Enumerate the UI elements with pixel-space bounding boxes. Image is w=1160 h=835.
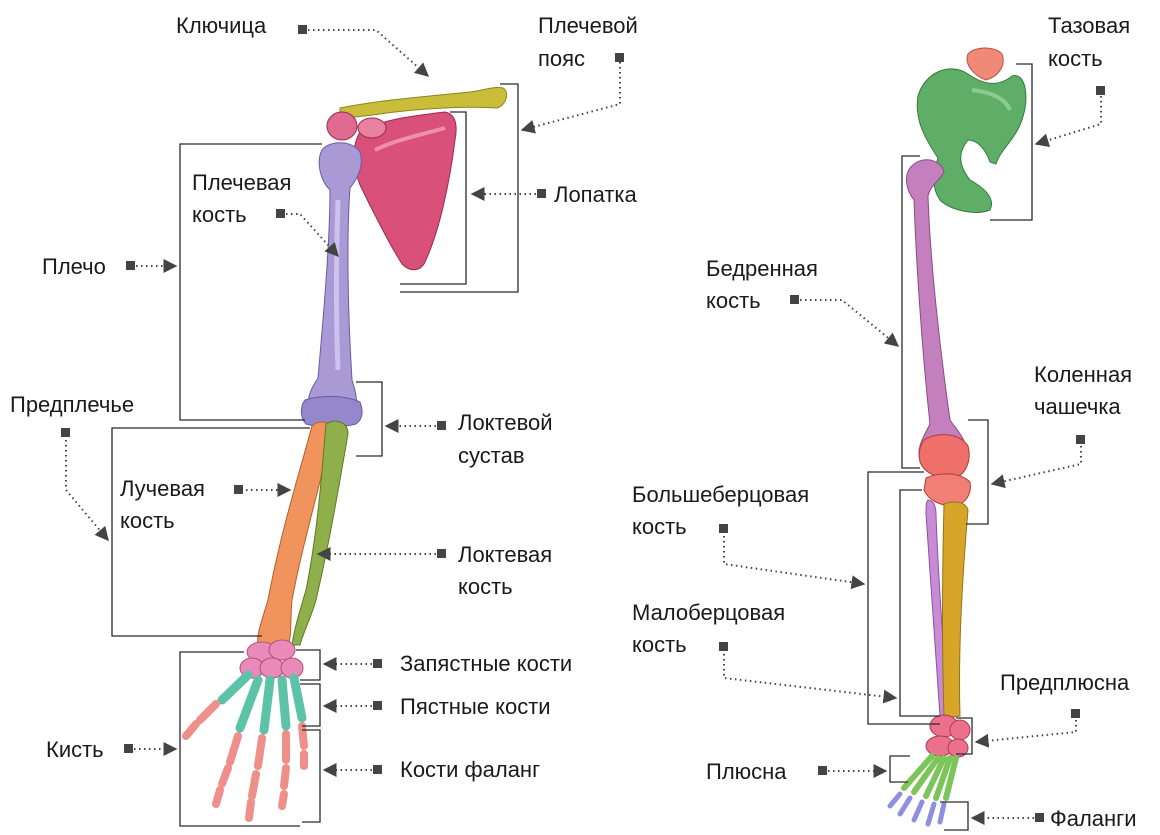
label-upper-arm: Плечо	[42, 254, 106, 279]
label-fibula-1: Малоберцовая	[632, 600, 785, 625]
label-scapula: Лопатка	[554, 182, 638, 207]
label-humerus-1: Плечевая	[192, 170, 291, 195]
label-metacarpals: Пястные кости	[400, 694, 551, 719]
label-radius-2: кость	[120, 508, 175, 533]
label-femur-1: Бедренная	[706, 256, 818, 281]
label-elbow-joint-2: сустав	[458, 443, 525, 468]
label-patella-1: Коленная	[1034, 362, 1132, 387]
label-femur-2: кость	[706, 288, 761, 313]
metacarpal-bones	[222, 675, 302, 730]
metatarsal-bones	[904, 756, 956, 798]
label-humerus-2: кость	[192, 202, 247, 227]
label-radius-1: Лучевая	[120, 476, 205, 501]
clavicle-bone	[340, 87, 507, 118]
label-metatarsus: Плюсна	[706, 759, 787, 784]
label-clavicle: Ключица	[176, 13, 267, 38]
label-ulna-2: кость	[458, 574, 513, 599]
pelvis-bone	[917, 69, 1026, 212]
label-tibia-1: Большеберцовая	[632, 482, 809, 507]
leg-illustration	[890, 48, 1026, 824]
label-phalanges-leg: Фаланги	[1050, 806, 1137, 831]
label-hand: Кисть	[46, 737, 104, 762]
label-shoulder-girdle-1: Плечевой	[538, 13, 638, 38]
knee-bones	[919, 435, 969, 479]
label-fibula-2: кость	[632, 632, 687, 657]
tarsal-bones	[926, 715, 970, 757]
label-patella-2: чашечка	[1034, 394, 1121, 419]
label-carpals: Запястные кости	[400, 651, 572, 676]
label-forearm: Предплечье	[10, 392, 134, 417]
label-tibia-2: кость	[632, 514, 687, 539]
label-phalanges-arm: Кости фаланг	[400, 757, 540, 782]
label-pelvis-1: Тазовая	[1048, 13, 1130, 38]
tibia-bone	[943, 502, 969, 718]
label-pelvis-2: кость	[1048, 46, 1103, 71]
label-ulna-1: Локтевая	[458, 542, 552, 567]
label-elbow-joint-1: Локтевой	[458, 410, 553, 435]
label-tarsus: Предплюсна	[1000, 670, 1130, 695]
label-shoulder-girdle-2: пояс	[538, 46, 585, 71]
